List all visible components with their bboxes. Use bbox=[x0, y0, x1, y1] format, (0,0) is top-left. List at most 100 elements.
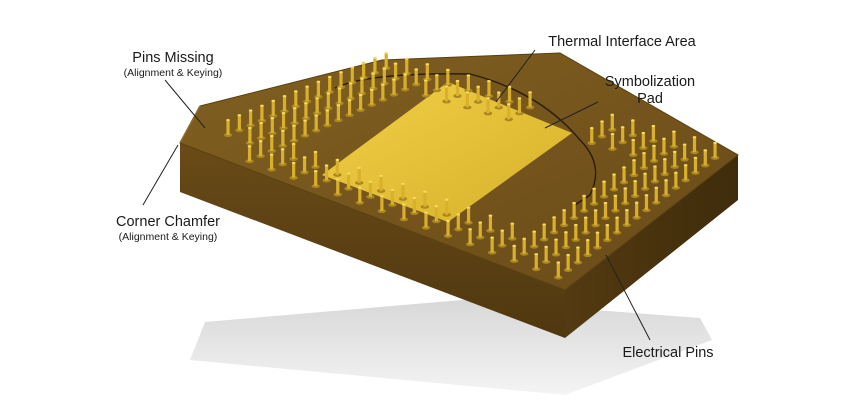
label-electrical-pins-title: Electrical Pins bbox=[622, 345, 714, 361]
leader-electrical-pins bbox=[605, 254, 651, 341]
electrical-pin bbox=[569, 201, 579, 221]
label-corner-chamfer-title: Corner Chamfer bbox=[116, 214, 220, 230]
electrical-pin bbox=[591, 209, 600, 228]
electrical-pin bbox=[486, 214, 495, 233]
electrical-pin bbox=[268, 117, 277, 136]
electrical-pin bbox=[593, 231, 602, 250]
electrical-pin bbox=[377, 194, 387, 214]
electrical-pin bbox=[539, 223, 549, 242]
label-corner-chamfer-subtitle: (Alignment & Keying) bbox=[118, 230, 218, 243]
electrical-pin bbox=[355, 166, 364, 185]
electrical-pin bbox=[289, 161, 298, 180]
electrical-pin bbox=[356, 93, 365, 113]
electrical-pin bbox=[589, 187, 599, 206]
electrical-pin bbox=[549, 216, 559, 235]
electrical-pin bbox=[669, 130, 679, 149]
electrical-pin bbox=[311, 170, 320, 189]
electrical-pin bbox=[639, 131, 648, 150]
electrical-pin bbox=[690, 136, 699, 155]
electrical-pin bbox=[442, 85, 451, 104]
electrical-pin bbox=[278, 129, 288, 148]
electrical-pin bbox=[563, 253, 573, 272]
electrical-pin bbox=[267, 134, 276, 153]
electrical-pin bbox=[629, 138, 638, 157]
electrical-pin bbox=[223, 118, 233, 138]
electrical-pin bbox=[312, 97, 322, 116]
electrical-pin bbox=[659, 137, 669, 156]
electrical-pin bbox=[505, 85, 514, 104]
electrical-pin bbox=[465, 228, 475, 247]
electrical-pin bbox=[333, 158, 342, 177]
electrical-pin bbox=[618, 126, 627, 145]
electrical-pin bbox=[289, 124, 299, 143]
electrical-pin bbox=[509, 244, 519, 263]
leader-corner-chamfer bbox=[142, 144, 179, 206]
electrical-pin bbox=[551, 238, 561, 257]
electrical-pin bbox=[322, 164, 331, 183]
electrical-pin bbox=[411, 68, 421, 87]
electrical-pin bbox=[300, 119, 310, 138]
electrical-pin bbox=[559, 209, 569, 228]
electrical-pin bbox=[323, 109, 332, 128]
electrical-pin bbox=[442, 198, 451, 217]
electrical-pin bbox=[609, 173, 619, 192]
electrical-pin bbox=[632, 201, 641, 220]
electrical-pin bbox=[650, 165, 660, 184]
electrical-pin bbox=[649, 144, 659, 163]
electrical-pin bbox=[289, 142, 298, 161]
electrical-pin bbox=[573, 246, 583, 265]
electrical-pin bbox=[420, 190, 430, 209]
electrical-pin bbox=[661, 179, 671, 198]
electrical-pin bbox=[278, 148, 287, 167]
electrical-pin bbox=[367, 88, 376, 107]
electrical-pin bbox=[388, 188, 397, 207]
label-pins-missing-subtitle: (Alignment & Keying) bbox=[123, 66, 223, 79]
electrical-pin bbox=[432, 205, 441, 224]
electrical-pin bbox=[619, 166, 629, 185]
electrical-pin bbox=[476, 221, 485, 240]
electrical-pin bbox=[611, 194, 620, 213]
electrical-pin bbox=[642, 194, 651, 213]
electrical-pin bbox=[597, 120, 607, 139]
electrical-pin bbox=[587, 126, 596, 146]
electrical-pin bbox=[267, 153, 276, 172]
electrical-pin bbox=[532, 253, 541, 272]
label-symbolization-pad: Symbolization Pad bbox=[590, 74, 710, 107]
electrical-pin bbox=[421, 79, 431, 98]
electrical-pin bbox=[525, 91, 535, 110]
electrical-pin bbox=[652, 186, 661, 205]
electrical-pin bbox=[484, 80, 494, 99]
electrical-pin bbox=[640, 172, 650, 191]
package-right-side bbox=[565, 155, 738, 338]
electrical-pin bbox=[256, 140, 265, 159]
leader-symbolization-pad bbox=[544, 101, 599, 129]
package-front-side bbox=[180, 143, 565, 338]
electrical-pin bbox=[639, 151, 649, 171]
electrical-pin bbox=[561, 231, 571, 250]
electrical-pin bbox=[498, 229, 507, 248]
electrical-pin bbox=[333, 178, 342, 197]
electrical-pin bbox=[389, 78, 399, 97]
electrical-pin bbox=[603, 223, 612, 243]
electrical-pin bbox=[334, 104, 343, 123]
electrical-pin bbox=[554, 261, 563, 280]
electrical-pin bbox=[583, 238, 592, 258]
electrical-pin bbox=[245, 145, 254, 164]
electrical-pin bbox=[541, 245, 551, 264]
electrical-pin bbox=[300, 156, 309, 175]
electrical-pin bbox=[355, 186, 365, 205]
electrical-pin bbox=[245, 126, 255, 146]
electrical-pin bbox=[344, 172, 353, 191]
electrical-pin bbox=[269, 99, 278, 118]
electrical-pin bbox=[453, 79, 462, 98]
electrical-pin bbox=[581, 216, 590, 235]
leader-pins-missing bbox=[164, 79, 206, 129]
electrical-pin bbox=[345, 99, 354, 118]
electrical-pin bbox=[494, 91, 503, 110]
leader-thermal-interface bbox=[495, 49, 536, 103]
electrical-pin bbox=[473, 85, 483, 104]
electrical-pin bbox=[612, 216, 622, 235]
electrical-pin bbox=[622, 209, 632, 228]
electrical-pin bbox=[504, 103, 513, 122]
